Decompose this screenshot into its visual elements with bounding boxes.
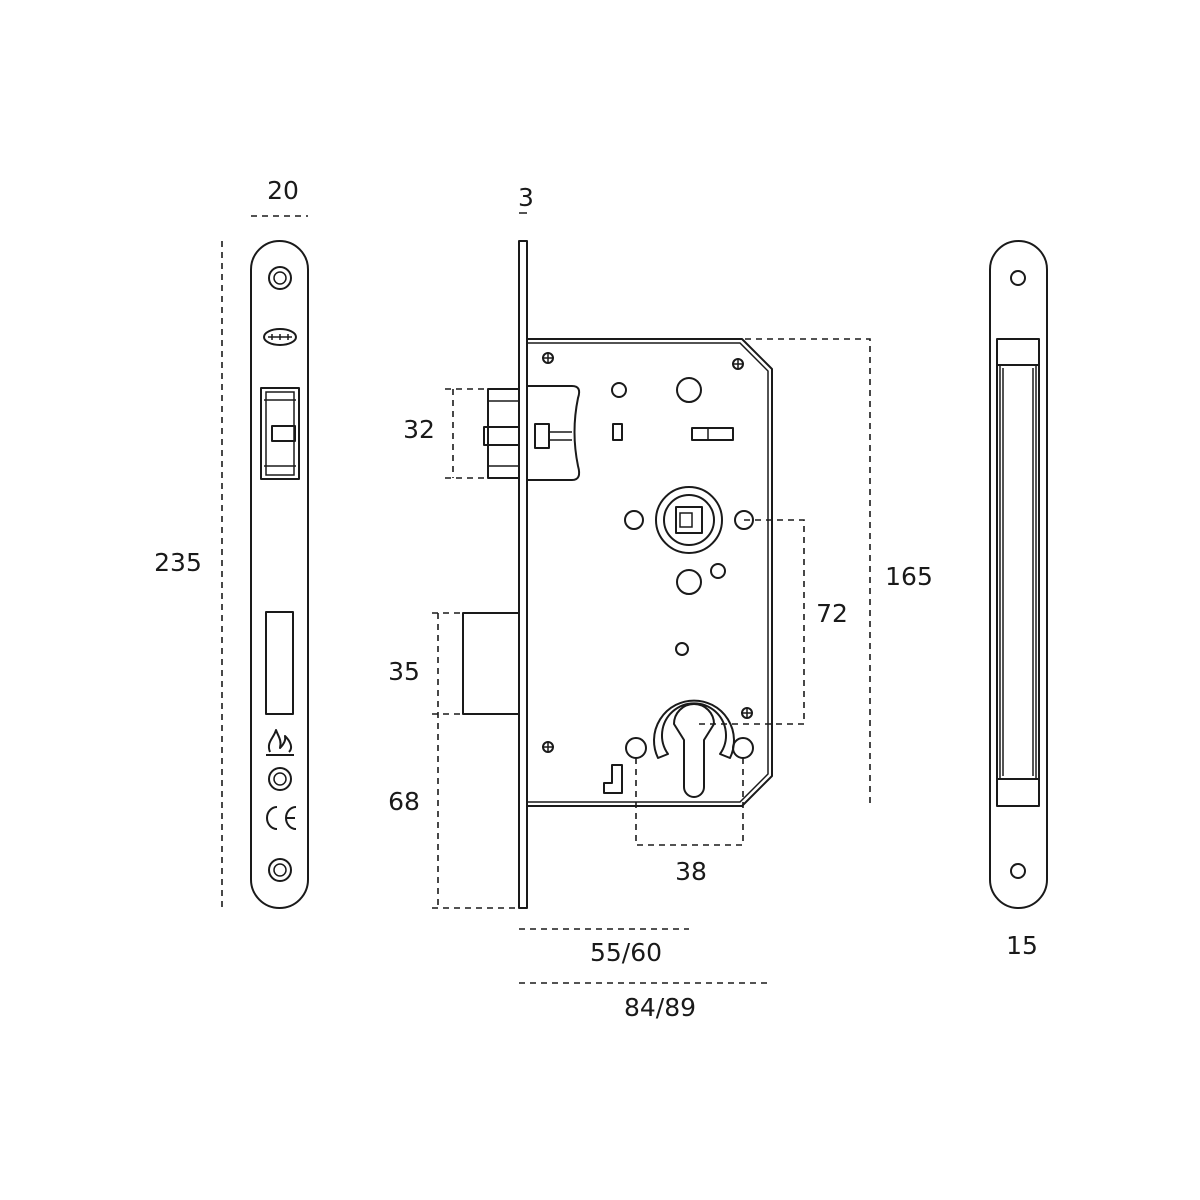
dim-faceplate-width: 20 (267, 176, 299, 205)
dim-latch-height: 32 (403, 415, 435, 444)
dim-line-case-height (745, 338, 871, 806)
faceplate-edge (518, 240, 528, 909)
case-screw-bottom-right (741, 707, 753, 719)
faceplate-deadbolt-window (265, 611, 294, 715)
deadbolt (462, 612, 520, 715)
dim-faceplate-thickness: 3 (518, 183, 534, 212)
cylinder-side-hole-right (732, 737, 754, 759)
case-hole-small-lower (710, 563, 726, 579)
case-hole-small-mid (675, 642, 689, 656)
fire-rated-icon (266, 729, 294, 756)
case-screw-top-left (542, 352, 554, 364)
case-screw-top-right (732, 358, 744, 370)
dim-case-height: 165 (885, 562, 933, 591)
dim-cylinder-width: 38 (675, 857, 707, 886)
faceplate-center-hole (268, 767, 292, 791)
dim-line-handle-to-cylinder (697, 519, 805, 725)
dim-faceplate-height: 235 (154, 548, 202, 577)
case-tab (603, 764, 623, 794)
strike-plate-view (989, 240, 1048, 909)
cylinder-side-hole-left (625, 737, 647, 759)
dim-line-deadbolt-height (432, 612, 463, 715)
dim-case-depth: 84/89 (624, 993, 696, 1022)
ce-mark-icon (266, 806, 297, 830)
dim-backset: 55/60 (590, 938, 662, 967)
faceplate-latch-window (260, 387, 300, 480)
dim-handle-to-cylinder: 72 (816, 599, 848, 628)
dim-line-deadbolt-from-bottom (432, 613, 519, 909)
case-hole-small-upper (611, 382, 627, 398)
lock-case-outline (526, 338, 773, 807)
case-hole-large-upper (676, 377, 702, 403)
strike-top-screw-hole (1010, 270, 1026, 286)
euro-cylinder-cutout (653, 699, 735, 798)
lock-body-side-view (462, 240, 773, 909)
dim-strike-width: 15 (1006, 931, 1038, 960)
dim-deadbolt-from-bottom: 68 (388, 787, 420, 816)
hub-side-hole-right (734, 510, 754, 530)
case-hole-large-lower (676, 569, 702, 595)
strike-bottom-screw-hole (1010, 863, 1026, 879)
hub-side-hole-left (624, 510, 644, 530)
handle-follower-hub (655, 486, 723, 554)
case-slot-horizontal (691, 427, 734, 441)
dim-deadbolt-height: 35 (388, 657, 420, 686)
latch-bolt (483, 385, 581, 481)
brand-logo-icon (263, 328, 297, 346)
faceplate-front-view (250, 240, 309, 909)
strike-box (996, 338, 1040, 807)
faceplate-bottom-screw-hole (268, 858, 292, 882)
faceplate-top-screw-hole (268, 266, 292, 290)
case-slot-vertical (612, 423, 623, 441)
dim-line-latch-height (445, 388, 488, 479)
case-screw-bottom-left (542, 741, 554, 753)
